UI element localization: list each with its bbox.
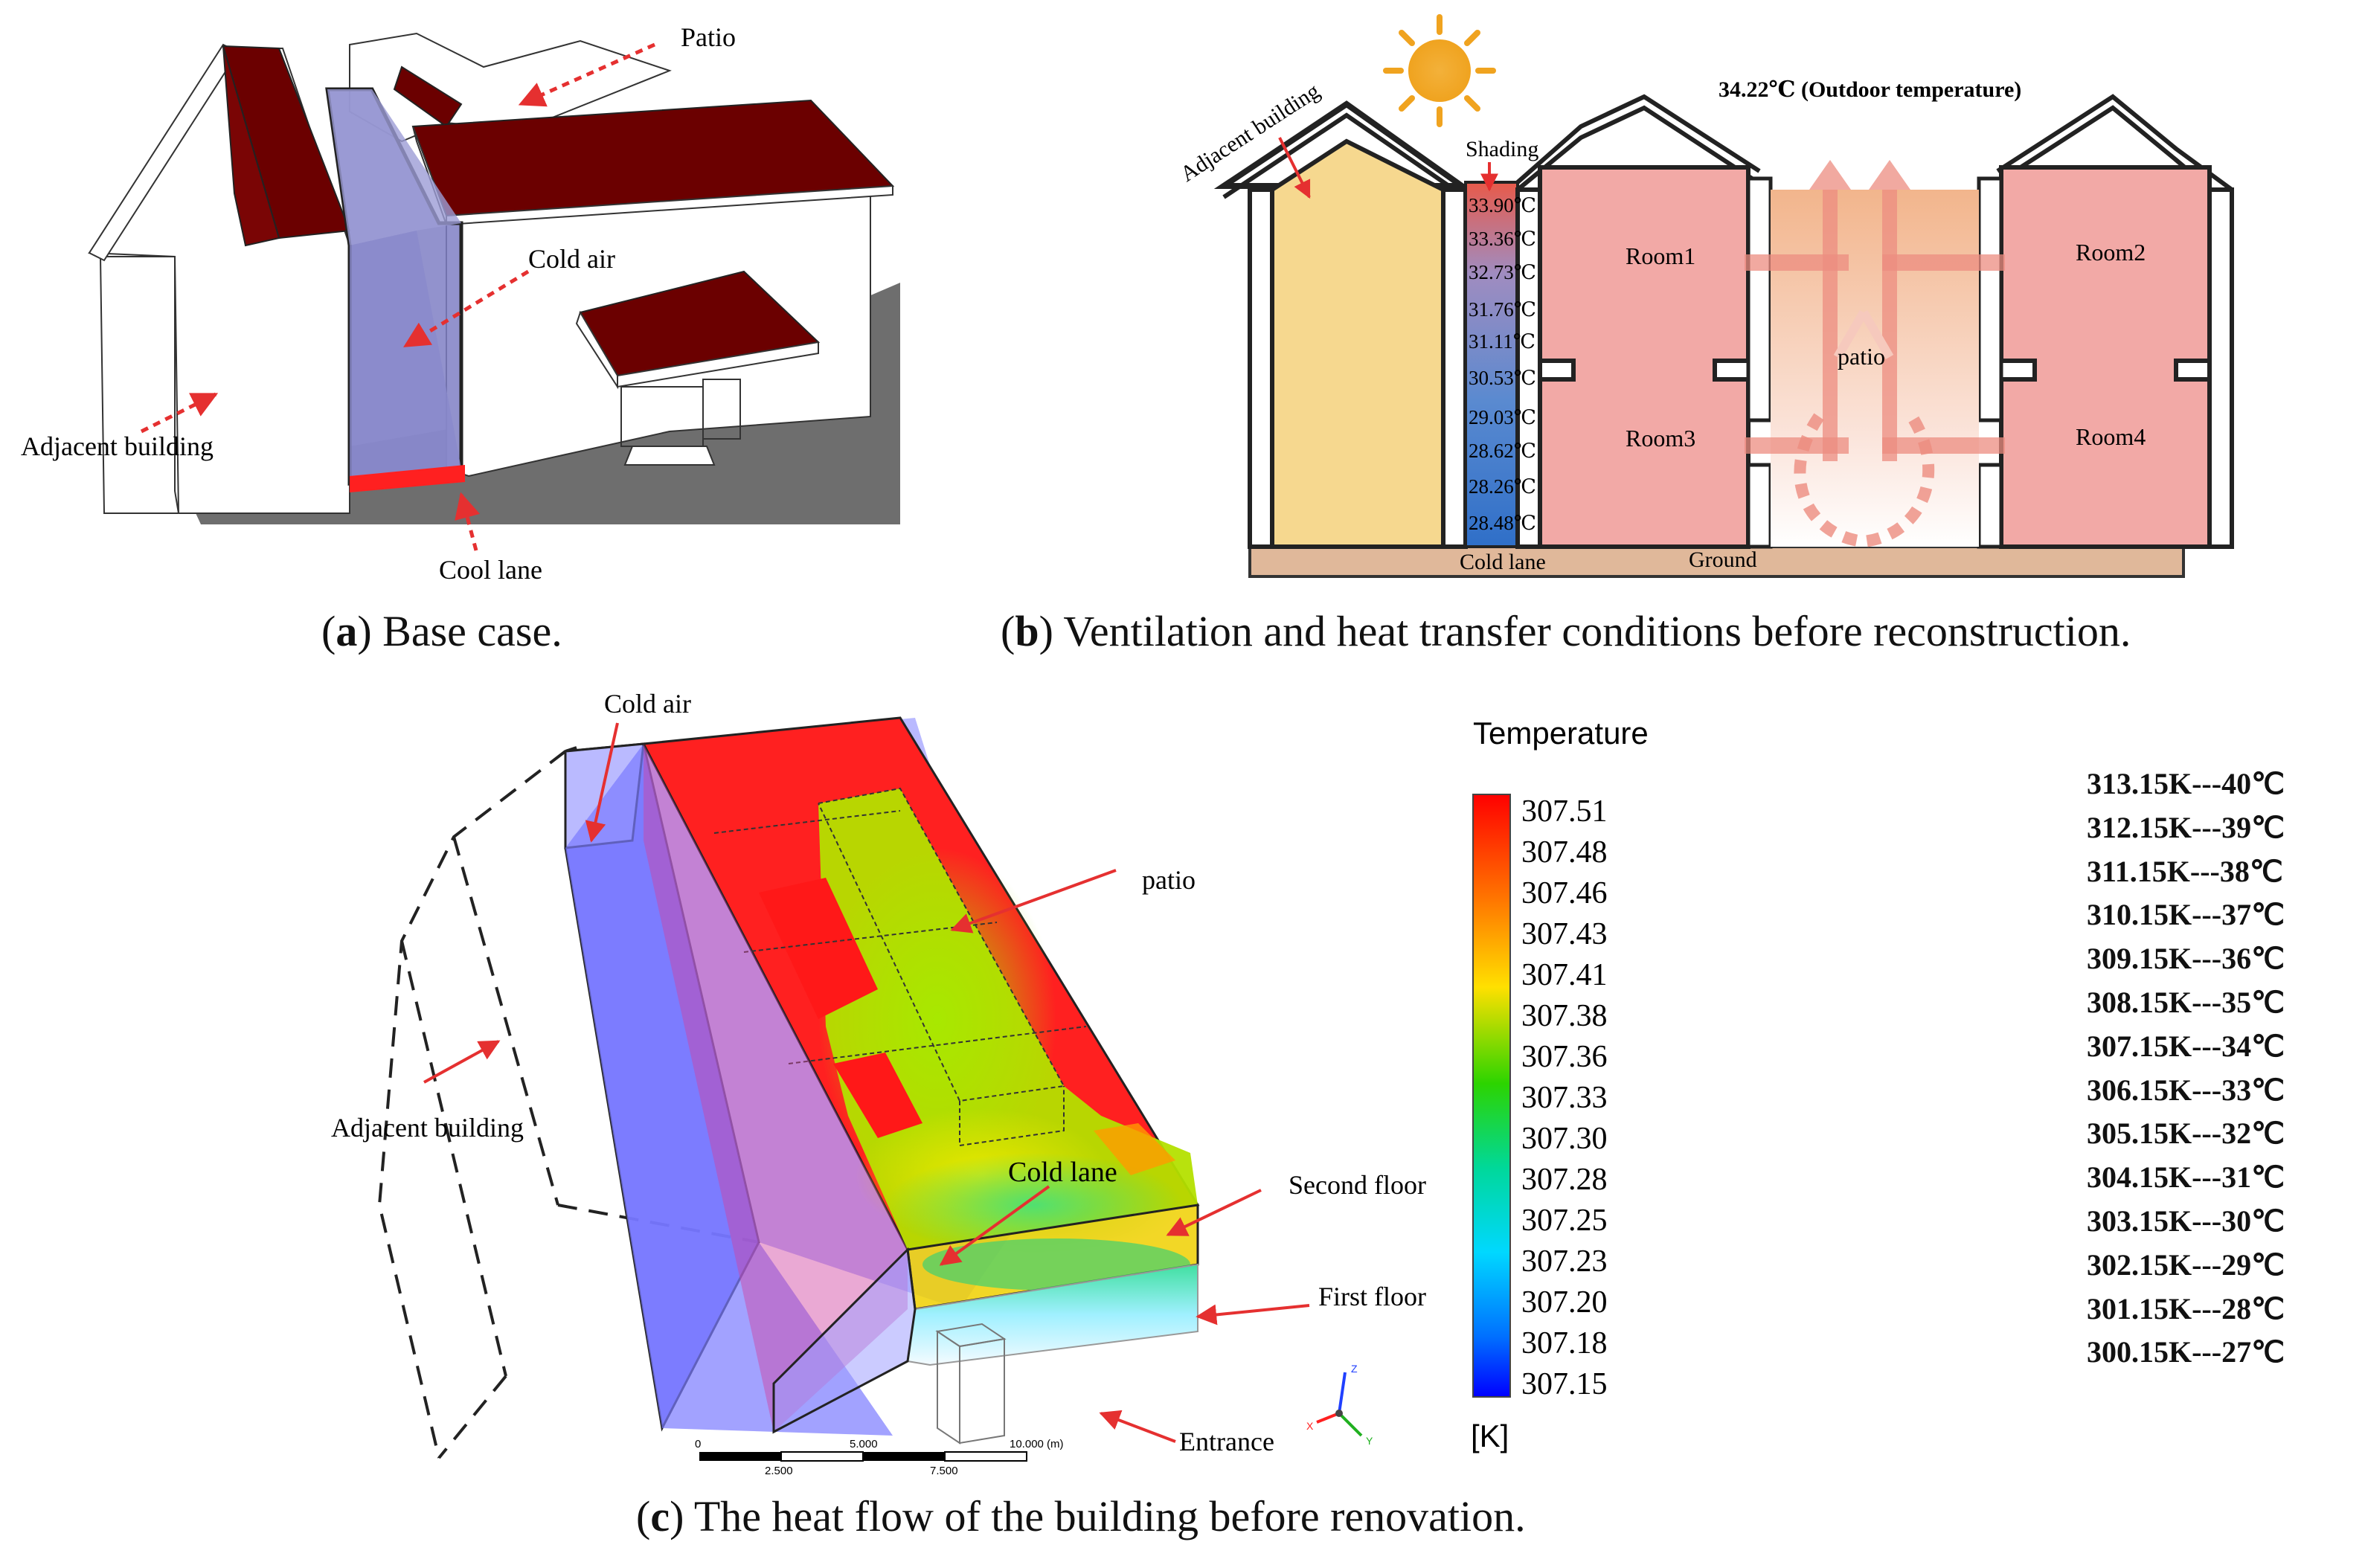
legend-value: 307.48: [1521, 835, 1608, 870]
label-shading: Shading: [1466, 137, 1538, 161]
scale-bar: 0 2.500 5.000 7.500 10.000 (m): [695, 1438, 1064, 1477]
panel-b-ventilation: 34.22℃ (Outdoor temperature) Adjacent bu…: [1176, 14, 2234, 578]
kelvin-row: 310.15K---37℃: [2087, 898, 2285, 932]
legend-value: 307.43: [1521, 917, 1608, 951]
kelvin-row: 312.15K---39℃: [2087, 810, 2285, 844]
kelvin-row: 302.15K---29℃: [2087, 1247, 2285, 1282]
label-adjacent-building: Adjacent building: [21, 431, 214, 461]
legend-value: 307.36: [1521, 1040, 1608, 1074]
svg-text:2.500: 2.500: [765, 1465, 793, 1477]
svg-text:X: X: [1306, 1420, 1314, 1432]
kelvin-row: 300.15K---27℃: [2087, 1335, 2285, 1369]
lane-temp-10: 28.48℃: [1469, 512, 1536, 534]
kelvin-row: 301.15K---28℃: [2087, 1291, 2285, 1326]
label-cold-lane-b: Cold lane: [1460, 550, 1546, 574]
ground-band: [1248, 545, 2185, 578]
legend-unit: [K]: [1471, 1418, 1509, 1453]
lane-temp-7: 29.03℃: [1469, 406, 1536, 428]
caption-a: (a) Base case.: [321, 607, 562, 655]
caption-c: (c) The heat flow of the building before…: [636, 1492, 1526, 1540]
label-entrance: Entrance: [1179, 1427, 1274, 1456]
legend-value: 307.20: [1521, 1285, 1608, 1320]
label-patio-b: patio: [1838, 343, 1885, 370]
legend-value: 307.30: [1521, 1122, 1608, 1156]
legend-value: 307.23: [1521, 1244, 1608, 1279]
kelvin-row: 311.15K---38℃: [2087, 854, 2283, 888]
legend-value: 307.25: [1521, 1204, 1608, 1238]
label-adjacent-building-c: Adjacent building: [331, 1113, 524, 1143]
legend-value: 307.18: [1521, 1326, 1608, 1360]
entrance-box: [935, 1323, 1007, 1445]
lane-temp-8: 28.62℃: [1469, 440, 1536, 462]
label-cold-lane-c: Cold lane: [1008, 1157, 1117, 1188]
heat-flow-arrows: [1745, 160, 2005, 461]
kelvin-row: 305.15K---32℃: [2087, 1116, 2285, 1151]
lane-temp-6: 30.53℃: [1469, 367, 1536, 389]
legend-value: 307.46: [1521, 876, 1608, 910]
kelvin-row: 303.15K---30℃: [2087, 1204, 2285, 1238]
label-cold-air-c: Cold air: [604, 689, 691, 719]
kelvin-row: 304.15K---31℃: [2087, 1160, 2285, 1195]
legend-value: 307.38: [1521, 999, 1608, 1033]
kelvin-conversion-table: 313.15K---40℃ 312.15K---39℃ 311.15K---38℃ 3…: [2087, 762, 2285, 1375]
temperature-legend: Temperature 307.51 307.48 307.46 307.43 307.…: [1471, 716, 1649, 1453]
kelvin-row: 313.15K---40℃: [2087, 767, 2285, 800]
svg-text:Y: Y: [1366, 1435, 1373, 1447]
legend-value: 307.28: [1521, 1163, 1608, 1197]
kelvin-row: 309.15K---36℃: [2087, 942, 2285, 976]
room1-room3-block: [1538, 165, 1751, 549]
outdoor-temperature: 34.22℃ (Outdoor temperature): [1719, 77, 2021, 102]
legend-value: 307.41: [1521, 958, 1608, 992]
lane-temp-2: 33.36℃: [1469, 228, 1536, 250]
adjacent-building-outline: [377, 746, 760, 1459]
legend-value: 307.51: [1521, 794, 1608, 829]
legend-value: 307.33: [1521, 1081, 1608, 1115]
label-room2: Room2: [2076, 239, 2146, 266]
svg-text:5.000: 5.000: [850, 1438, 878, 1450]
lane-temp-3: 32.73℃: [1469, 261, 1536, 283]
svg-text:7.500: 7.500: [930, 1465, 958, 1477]
label-cold-air: Cold air: [528, 244, 615, 274]
svg-text:Z: Z: [1351, 1363, 1358, 1375]
kelvin-row: 307.15K---34℃: [2087, 1029, 2285, 1063]
label-second-floor: Second floor: [1289, 1170, 1426, 1200]
sun-icon: [1383, 14, 1496, 127]
caption-b: (b) Ventilation and heat transfer condit…: [1001, 607, 2131, 655]
kelvin-row: 308.15K---35℃: [2087, 985, 2285, 1019]
panel-a-base-case: Patio Cold air Adjacent building Cool la…: [21, 22, 900, 580]
label-patio: Patio: [681, 22, 736, 52]
legend-colorbar: [1472, 794, 1511, 1398]
legend-title: Temperature: [1473, 716, 1649, 751]
lane-temp-4: 31.76℃: [1469, 298, 1536, 321]
adjacent-building-wall: [99, 256, 180, 514]
lane-temp-9: 28.26℃: [1469, 475, 1536, 498]
legend-value: 307.15: [1521, 1367, 1608, 1401]
label-patio-c: patio: [1142, 865, 1196, 895]
label-first-floor: First floor: [1318, 1282, 1426, 1311]
panel-c-heat-flow: 0 2.500 5.000 7.500 10.000 (m) Z X Y Col…: [331, 689, 1649, 1477]
label-room3: Room3: [1626, 425, 1695, 452]
svg-text:0: 0: [695, 1438, 701, 1450]
room2-room4-block: [1999, 165, 2212, 549]
label-room1: Room1: [1626, 242, 1695, 269]
label-room4: Room4: [2076, 423, 2146, 450]
kelvin-row: 306.15K---33℃: [2087, 1073, 2285, 1107]
axis-triad-icon: Z X Y: [1306, 1363, 1373, 1447]
lane-temp-1: 33.90℃: [1469, 194, 1536, 216]
svg-text:10.000 (m): 10.000 (m): [1010, 1438, 1064, 1450]
lane-temp-5: 31.11℃: [1469, 330, 1536, 353]
label-ground: Ground: [1689, 547, 1757, 572]
cool-lane-strip: [350, 465, 465, 492]
label-cool-lane: Cool lane: [439, 555, 542, 580]
